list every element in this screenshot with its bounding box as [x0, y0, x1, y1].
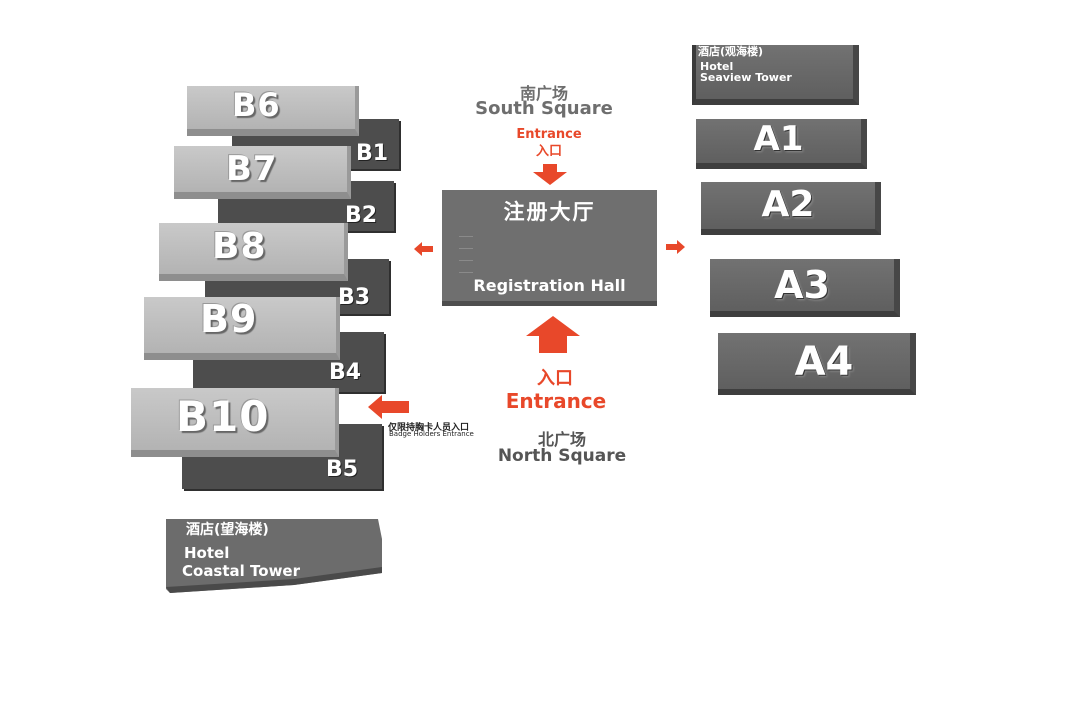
hall-b7[interactable]: [174, 146, 351, 199]
hotel-seaview-tower[interactable]: [692, 45, 859, 105]
arrow-down-icon: [533, 164, 567, 185]
hall-b1-label: B1: [356, 141, 389, 166]
hall-a3-label: A3: [774, 263, 830, 307]
hall-b8[interactable]: [159, 223, 348, 281]
arrow-up-icon: [526, 316, 580, 353]
hall-b9[interactable]: [144, 297, 340, 360]
registration-hall[interactable]: 注册大厅 Registration Hall: [442, 190, 657, 306]
hotel-coastal-cn: 酒店(望海楼): [186, 522, 269, 538]
north-square-en: North Square: [497, 446, 627, 466]
hall-b10[interactable]: [131, 388, 339, 457]
hotel-seaview-cn: 酒店(观海楼): [698, 45, 764, 58]
hall-a1-label: A1: [753, 119, 804, 159]
registration-hall-en: Registration Hall: [473, 276, 626, 295]
hall-a1[interactable]: A1: [696, 119, 867, 169]
hall-tick: [459, 272, 473, 273]
hall-b10-label: B10: [176, 392, 270, 441]
hall-b9-label: B9: [200, 297, 258, 341]
registration-hall-cn: 注册大厅: [503, 200, 596, 224]
north-entrance-cn: 入口: [537, 368, 573, 389]
hotel-coastal-en2: Coastal Tower: [182, 562, 300, 580]
hall-tick: [459, 236, 473, 237]
hall-b2-label: B2: [345, 203, 378, 228]
south-square-en: South Square: [475, 98, 613, 119]
hall-b4-label: B4: [329, 360, 362, 385]
hotel-coastal-en1: Hotel: [184, 544, 230, 562]
hotel-coastal-tower[interactable]: [166, 517, 384, 597]
hall-b7-label: B7: [226, 149, 278, 189]
south-entrance-cn: 入口: [535, 144, 562, 159]
hall-a2[interactable]: A2: [701, 182, 881, 235]
north-entrance-en: Entrance: [505, 389, 607, 413]
hotel-seaview-en1: Hotel: [700, 60, 734, 73]
hall-tick: [459, 248, 473, 249]
hall-b6[interactable]: [187, 86, 359, 136]
hall-b6-label: B6: [232, 86, 281, 124]
arrow-left-icon: [368, 395, 409, 419]
hotel-seaview-en2: Seaview Tower: [700, 71, 792, 84]
hall-b5-label: B5: [326, 457, 359, 482]
hall-a4[interactable]: A4: [718, 333, 916, 395]
north-square-cn: 北广场: [537, 430, 586, 449]
hall-b8-label: B8: [212, 226, 267, 267]
hall-tick: [459, 260, 473, 261]
south-square-cn: 南广场: [519, 84, 568, 103]
hall-a3[interactable]: A3: [710, 259, 900, 317]
south-entrance-en: Entrance: [516, 127, 582, 142]
hall-a4-label: A4: [794, 339, 854, 385]
arrow-left-icon: [414, 242, 433, 256]
arrow-right-icon: [666, 240, 685, 254]
hall-a2-label: A2: [761, 184, 815, 225]
badge-entrance-cn: 仅限持胸卡人员入口: [388, 423, 470, 433]
hall-b3-label: B3: [338, 285, 371, 310]
badge-entrance-en: Badge Holders Entrance: [389, 430, 474, 438]
